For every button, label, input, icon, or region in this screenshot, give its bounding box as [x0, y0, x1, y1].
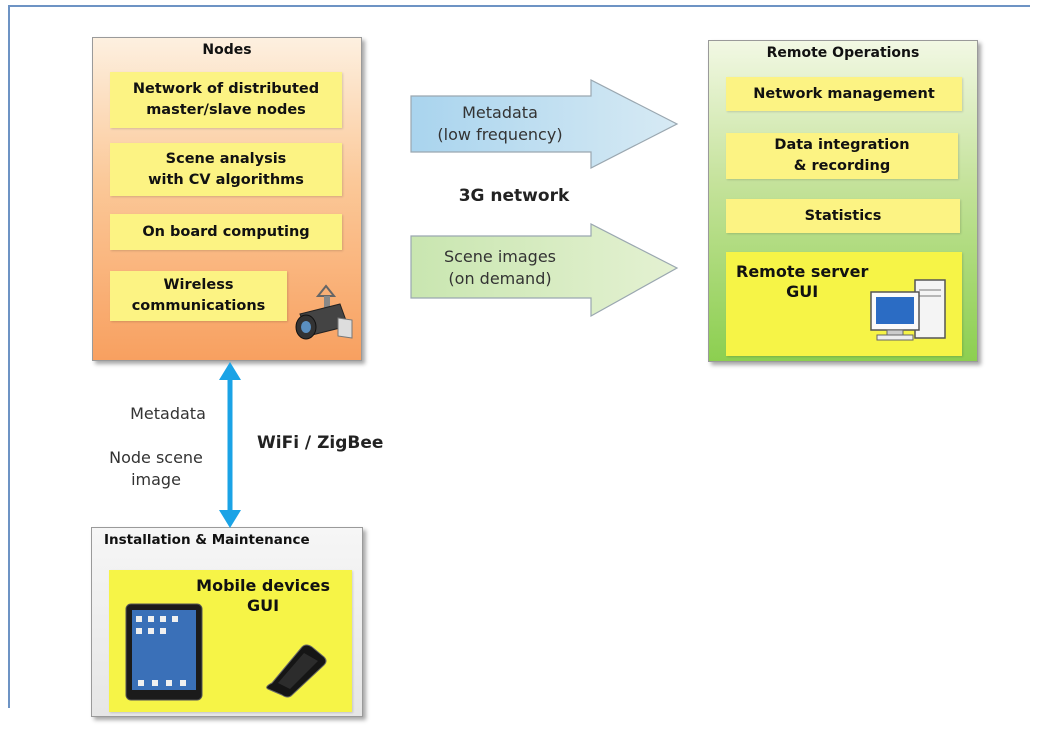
- metadata-arrow-label: Metadata (low frequency): [437, 103, 563, 144]
- nodes-item-network: Network of distributed master/slave node…: [110, 72, 342, 128]
- remote-item-network-management: Network management: [726, 77, 962, 111]
- install-title: Installation & Maintenance: [104, 532, 310, 548]
- scene-images-arrow-label: Scene images (on demand): [443, 247, 557, 288]
- link-metadata-label: Metadata: [130, 404, 206, 423]
- wireless-link-arrow: [219, 362, 241, 528]
- link-scene-image-label: Node scene image: [109, 448, 203, 489]
- network-3g-label: 3G network: [458, 186, 570, 206]
- frame-top-border: [8, 5, 1030, 7]
- remote-operations-panel: Remote Operations Network management Dat…: [708, 40, 978, 362]
- nodes-item-scene-analysis: Scene analysis with CV algorithms: [110, 143, 342, 196]
- scene-images-arrow: [410, 223, 679, 318]
- nodes-item-wireless: Wireless communications: [110, 271, 287, 321]
- frame-left-border: [8, 5, 10, 708]
- nodes-item-onboard: On board computing: [110, 214, 342, 250]
- nodes-title: Nodes: [202, 42, 252, 58]
- remote-item-data-integration: Data integration & recording: [726, 133, 958, 179]
- metadata-arrow: [410, 79, 679, 169]
- remote-item-statistics: Statistics: [726, 199, 960, 233]
- nodes-panel: Nodes Network of distributed master/slav…: [92, 37, 362, 361]
- wifi-zigbee-label: WiFi / ZigBee: [257, 433, 384, 453]
- remote-title: Remote Operations: [766, 45, 920, 61]
- installation-maintenance-panel: Installation & Maintenance Mobile device…: [91, 527, 363, 717]
- tablet-icon: [125, 603, 203, 701]
- camera-icon: [295, 284, 353, 340]
- smartphone-icon: [266, 644, 327, 698]
- desktop-computer-icon: [870, 279, 946, 341]
